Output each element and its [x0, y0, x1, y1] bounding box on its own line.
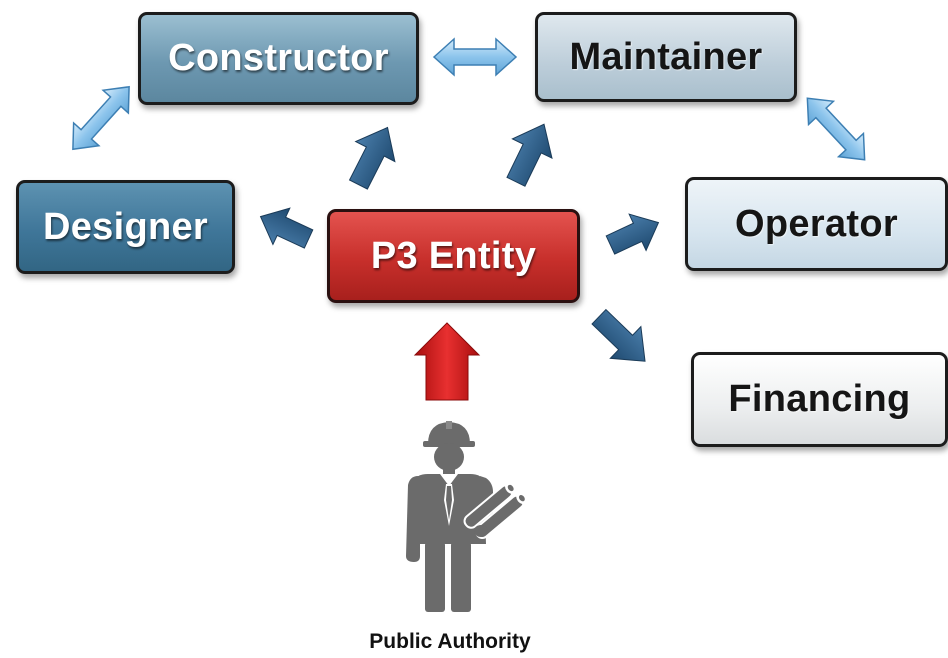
constructor-node: Constructor — [138, 12, 419, 105]
p3-entity-node: P3 Entity — [327, 209, 580, 303]
financing-node: Financing — [691, 352, 948, 447]
maintainer-node: Maintainer — [535, 12, 797, 102]
designer-node: Designer — [16, 180, 235, 274]
arrow-p3-to-operator — [605, 213, 660, 255]
arrow-p3-to-financing — [591, 308, 646, 362]
arrow-p3-to-designer — [259, 207, 314, 249]
public-authority-label: Public Authority — [369, 630, 531, 653]
engineer-with-blueprints-icon — [406, 421, 528, 612]
double-arrow-constructor-maintainer — [432, 37, 518, 77]
double-arrow-maintainer-operator — [806, 97, 866, 161]
arrow-p3-to-maintainer — [506, 123, 553, 187]
arrow-public-authority-to-p3 — [413, 322, 481, 401]
double-arrow-designer-constructor — [72, 85, 130, 151]
arrow-p3-to-constructor — [348, 126, 396, 190]
operator-node: Operator — [685, 177, 948, 271]
